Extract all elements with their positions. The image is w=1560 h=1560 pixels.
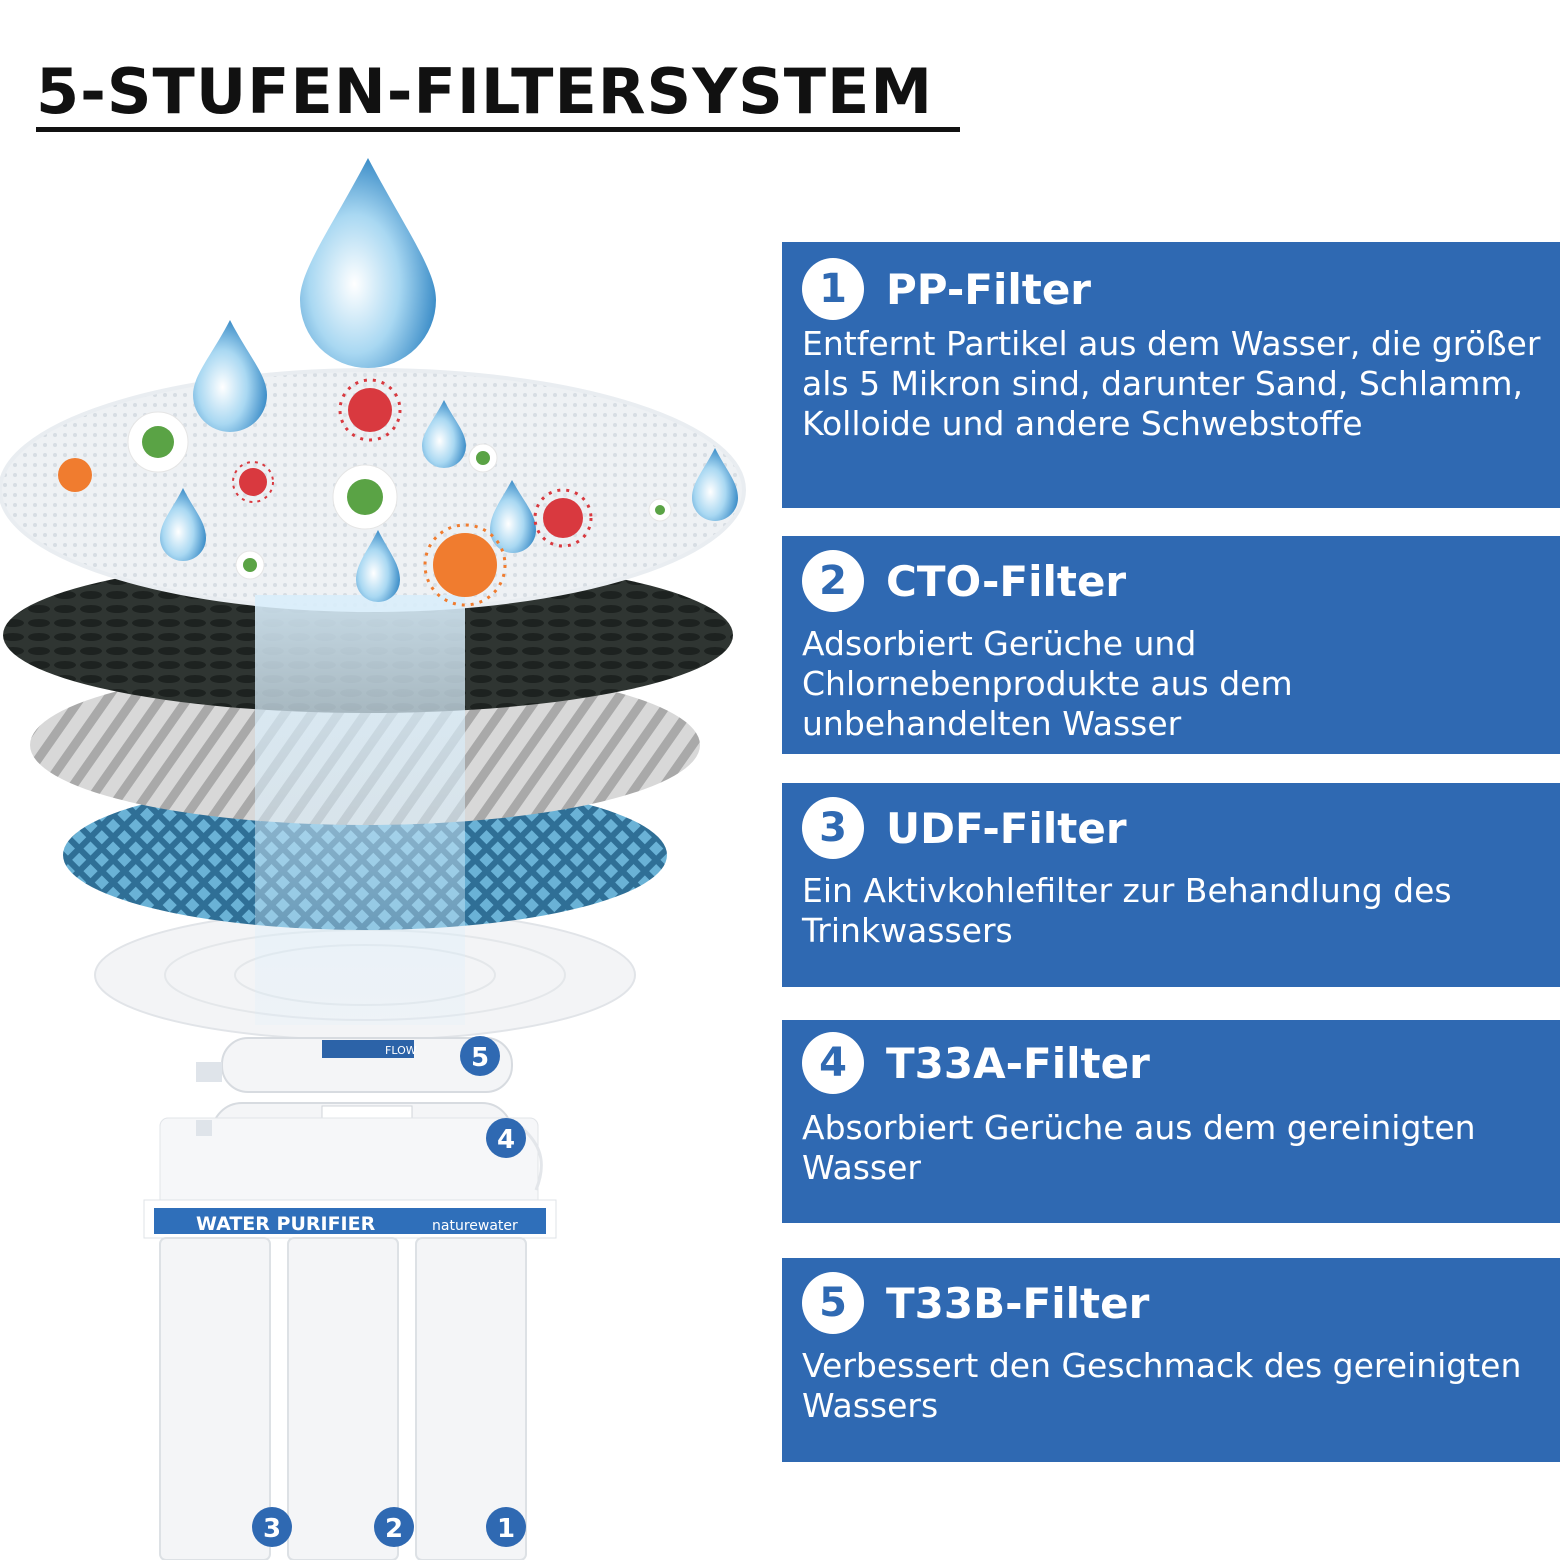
flow-label: FLOW bbox=[385, 1044, 417, 1057]
stage-number-badge: 4 bbox=[802, 1032, 864, 1094]
stage-description: Verbessert den Geschmack des gereinigten… bbox=[802, 1346, 1522, 1425]
bacteria-icon bbox=[58, 378, 672, 607]
title-underline bbox=[36, 127, 960, 132]
svg-text:5: 5 bbox=[471, 1043, 489, 1073]
svg-text:1: 1 bbox=[497, 1514, 515, 1544]
stage-title: T33B-Filter bbox=[886, 1278, 1150, 1328]
stage-number-badge: 3 bbox=[802, 797, 864, 859]
device-label: WATER PURIFIER bbox=[196, 1213, 376, 1235]
filter-illustration: FLOW WATER PURIFIER naturewater 5 4 3 2 … bbox=[0, 158, 746, 1560]
stage-number-badge: 5 bbox=[802, 1272, 864, 1334]
marker-2 bbox=[374, 1507, 414, 1547]
stage-title: UDF-Filter bbox=[886, 803, 1127, 853]
stage-title: CTO-Filter bbox=[886, 556, 1127, 606]
stage-card-4: 4 T33A-Filter Absorbiert Gerüche aus dem… bbox=[782, 1020, 1560, 1223]
marker-4 bbox=[486, 1118, 526, 1158]
device-markers: 5 4 3 2 1 bbox=[252, 1036, 526, 1547]
stage-card-2: 2 CTO-Filter Adsorbiert Gerüche und Chlo… bbox=[782, 536, 1560, 754]
device-brand: naturewater bbox=[432, 1218, 518, 1234]
svg-text:4: 4 bbox=[497, 1125, 515, 1155]
marker-3 bbox=[252, 1507, 292, 1547]
water-purifier-device: FLOW WATER PURIFIER naturewater bbox=[143, 1037, 557, 1560]
stage-number-badge: 2 bbox=[802, 550, 864, 612]
page-title: 5-STUFEN-FILTERSYSTEM bbox=[36, 55, 934, 128]
stage-description: Entfernt Partikel aus dem Wasser, die gr… bbox=[802, 324, 1541, 443]
water-drop-icon bbox=[160, 158, 738, 602]
svg-text:3: 3 bbox=[263, 1514, 281, 1544]
stage-card-5: 5 T33B-Filter Verbessert den Geschmack d… bbox=[782, 1258, 1560, 1462]
stage-description: Absorbiert Gerüche aus dem gereinigten W… bbox=[802, 1108, 1476, 1187]
svg-text:2: 2 bbox=[385, 1514, 403, 1544]
stage-title: PP-Filter bbox=[886, 264, 1092, 314]
stage-title: T33A-Filter bbox=[886, 1038, 1150, 1088]
stage-card-1: 1 PP-Filter Entfernt Partikel aus dem Wa… bbox=[782, 242, 1560, 508]
marker-5 bbox=[460, 1036, 500, 1076]
stage-number-badge: 1 bbox=[802, 258, 864, 320]
stage-card-3: 3 UDF-Filter Ein Aktivkohlefilter zur Be… bbox=[782, 783, 1560, 987]
stage-description: Ein Aktivkohlefilter zur Behandlung des … bbox=[802, 871, 1452, 950]
marker-1 bbox=[486, 1507, 526, 1547]
stage-description: Adsorbiert Gerüche und Chlornebenprodukt… bbox=[802, 624, 1293, 743]
